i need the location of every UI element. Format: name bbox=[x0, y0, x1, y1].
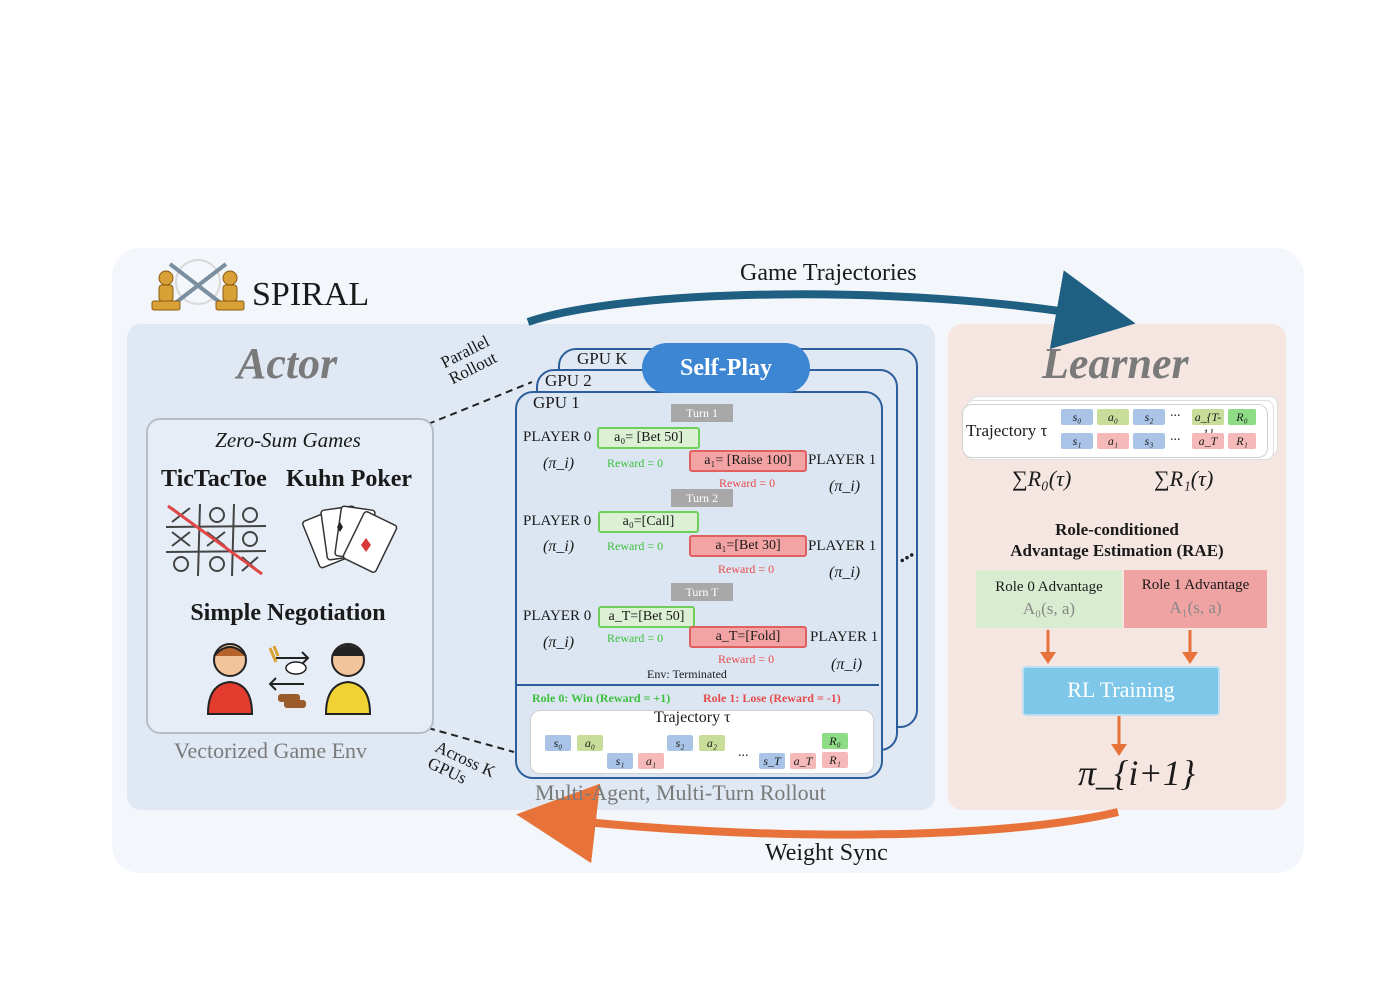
rollout-trajectory-label: Trajectory τ bbox=[654, 709, 731, 726]
turn1-p0-reward: Reward = 0 bbox=[607, 456, 664, 470]
traj-chip: a_T bbox=[790, 753, 816, 769]
traj-chip: a₀ bbox=[1097, 409, 1129, 425]
spiral-logo-icon bbox=[151, 259, 245, 311]
traj-chip: a_T bbox=[1192, 433, 1224, 449]
actor-title: Actor bbox=[237, 339, 338, 388]
weight-sync-label: Weight Sync bbox=[765, 840, 888, 866]
traj-chip: R₁ bbox=[1228, 433, 1256, 449]
traj-chip: s_T bbox=[759, 753, 785, 769]
learner-trajectory-label: Trajectory τ bbox=[966, 421, 1048, 440]
turnt-p0-action: a_T=[Bet 50] bbox=[598, 606, 695, 628]
traj-chip: R₀ bbox=[822, 733, 848, 749]
brand-name: SPIRAL bbox=[252, 276, 370, 313]
traj-chip: a₁ bbox=[638, 753, 664, 769]
traj-chip: s₁ bbox=[607, 753, 633, 769]
rae-line1: Role-conditioned bbox=[1055, 520, 1179, 539]
result-divider bbox=[517, 684, 879, 686]
sum-r1: ∑R₁(τ) bbox=[1154, 466, 1214, 491]
game-trajectories-label: Game Trajectories bbox=[740, 260, 917, 286]
traj-chip: s₀ bbox=[545, 735, 571, 751]
rl-training-box: RL Training bbox=[1022, 666, 1220, 716]
sum-r0: ∑R₀(τ) bbox=[1012, 466, 1072, 491]
learner-title: Learner bbox=[1042, 339, 1189, 388]
policy-label: (π_i) bbox=[543, 634, 575, 651]
policy-label: (π_i) bbox=[543, 538, 575, 555]
game-simple-negotiation: Simple Negotiation bbox=[190, 600, 386, 626]
turnt-p1-action: a_T=[Fold] bbox=[689, 626, 807, 648]
turn2-p0-reward: Reward = 0 bbox=[607, 539, 664, 553]
turn1-p1-reward: Reward = 0 bbox=[719, 476, 776, 490]
game-tictactoe: TicTacToe bbox=[161, 466, 267, 492]
player1-label: PLAYER 1 bbox=[808, 538, 877, 554]
turnt-p1-reward: Reward = 0 bbox=[718, 652, 775, 666]
rae-line2: Advantage Estimation (RAE) bbox=[1010, 541, 1224, 560]
turn1-p1-action: a₁= [Raise 100] bbox=[689, 450, 807, 472]
traj-chip: R₀ bbox=[1228, 409, 1256, 425]
traj-chip: s₀ bbox=[1061, 409, 1093, 425]
role1-result: Role 1: Lose (Reward = -1) bbox=[703, 691, 841, 705]
traj-chip: R₁ bbox=[822, 752, 848, 768]
traj-ellipsis: ... bbox=[738, 745, 749, 760]
policy-label: (π_i) bbox=[829, 478, 861, 495]
traj-chip: a₀ bbox=[577, 735, 603, 751]
rollout-caption: Multi-Agent, Multi-Turn Rollout bbox=[535, 780, 826, 805]
role0-result: Role 0: Win (Reward = +1) bbox=[532, 691, 671, 705]
traj-chip: a_{T-1} bbox=[1192, 409, 1224, 440]
player1-label: PLAYER 1 bbox=[808, 452, 877, 468]
turn1-p0-action: a₀= [Bet 50] bbox=[597, 427, 700, 449]
role0-formula: A₀(s, a) bbox=[1022, 599, 1076, 618]
role1-formula: A₁(s, a) bbox=[1169, 598, 1222, 617]
traj-chip: s₂ bbox=[1133, 409, 1165, 425]
traj-ellipsis: ... bbox=[1170, 405, 1181, 420]
gpu-k-label: GPU K bbox=[577, 349, 628, 368]
gpu-2-label: GPU 2 bbox=[545, 371, 592, 390]
turn-2-label: Turn 2 bbox=[671, 489, 733, 507]
game-kuhn-poker: Kuhn Poker bbox=[286, 466, 413, 492]
self-play-badge: Self-Play bbox=[642, 343, 810, 393]
role0-title: Role 0 Advantage bbox=[995, 579, 1103, 595]
traj-chip: s₁ bbox=[1061, 433, 1093, 449]
role0-advantage-box bbox=[976, 570, 1122, 628]
playing-cards-icon bbox=[302, 505, 398, 573]
turn2-p1-action: a₁=[Bet 30] bbox=[689, 535, 807, 557]
turnt-p0-reward: Reward = 0 bbox=[607, 631, 664, 645]
negotiation-people-icon bbox=[206, 643, 372, 715]
weight-sync-arrow bbox=[516, 783, 1119, 864]
policy-label: (π_i) bbox=[829, 564, 861, 581]
turn-t-label: Turn T bbox=[671, 583, 733, 601]
env-terminated-label: Env: Terminated bbox=[647, 667, 727, 681]
turn2-p0-action: a₀=[Call] bbox=[598, 511, 699, 533]
traj-chip: a₂ bbox=[699, 735, 725, 751]
games-box bbox=[146, 418, 434, 734]
player0-label: PLAYER 0 bbox=[523, 513, 592, 529]
next-policy: π_{i+1} bbox=[1078, 753, 1196, 793]
player1-label: PLAYER 1 bbox=[810, 629, 879, 645]
traj-chip: s₂ bbox=[667, 735, 693, 751]
tictactoe-board-icon bbox=[165, 503, 267, 577]
games-heading: Zero-Sum Games bbox=[215, 428, 361, 452]
policy-label: (π_i) bbox=[543, 455, 575, 472]
policy-label: (π_i) bbox=[831, 656, 863, 673]
role1-title: Role 1 Advantage bbox=[1141, 577, 1250, 593]
game-trajectories-arrow bbox=[526, 270, 1136, 350]
gpu-1-label: GPU 1 bbox=[533, 393, 580, 412]
player0-label: PLAYER 0 bbox=[523, 608, 592, 624]
env-caption: Vectorized Game Env bbox=[174, 738, 368, 763]
role1-advantage-box bbox=[1124, 570, 1267, 628]
traj-ellipsis: ... bbox=[1170, 429, 1181, 444]
turn-1-label: Turn 1 bbox=[671, 404, 733, 422]
turn2-p1-reward: Reward = 0 bbox=[718, 562, 775, 576]
player0-label: PLAYER 0 bbox=[523, 429, 592, 445]
traj-chip: s₃ bbox=[1133, 433, 1165, 449]
traj-chip: a₁ bbox=[1097, 433, 1129, 449]
